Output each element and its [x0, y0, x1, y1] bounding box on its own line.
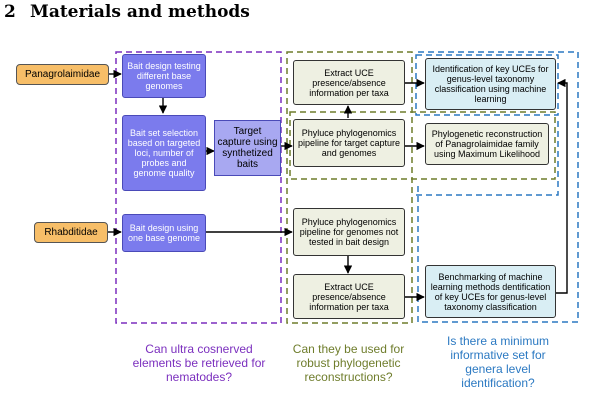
panagrolaimidae-node: Panagrolaimidae: [16, 64, 109, 85]
section-title: Materials and methods: [30, 2, 250, 22]
phyluce-target-capture-node: Phyluce phylogenomics pipeline for targe…: [293, 119, 405, 167]
section-heading: 2 Materials and methods: [4, 2, 250, 22]
benchmarking-ml-node: Benchmarking of machine learning methods…: [425, 265, 556, 318]
bait-design-testing-node: Bait design testing different base genom…: [122, 54, 206, 98]
section-number: 2: [4, 2, 16, 22]
purple-group-frame: [115, 51, 282, 324]
olive-group-frame: [286, 51, 413, 324]
blue-group-frame: [417, 51, 579, 323]
green-question: Can they be used for robust phylogenetic…: [292, 342, 405, 384]
rhabditidae-node: Rhabditidae: [34, 222, 108, 243]
purple-question: Can ultra cosnerved elements be retrieve…: [132, 342, 266, 384]
blue-lower-frame: [416, 117, 559, 196]
target-capture-node: Target capture using synthetized baits: [214, 120, 281, 176]
extract-uce-bottom-node: Extract UCE presence/absence information…: [293, 274, 405, 319]
identification-key-uces-node: Identification of key UCEs for genus-lev…: [425, 58, 556, 110]
extract-uce-top-node: Extract UCE presence/absence information…: [293, 60, 405, 105]
arrow-benchmarking-to-identification: [556, 78, 568, 294]
blue-question: Is there a minimum informative set for g…: [446, 334, 550, 390]
bait-set-selection-node: Bait set selection based on targeted loc…: [122, 115, 206, 191]
bait-design-one-base-node: Bait design using one base genome: [122, 214, 206, 252]
phylogenetic-reconstruction-node: Phylogenetic reconstruction of Panagrola…: [425, 123, 549, 165]
phyluce-not-tested-node: Phyluce phylogenomics pipeline for genom…: [293, 208, 405, 256]
